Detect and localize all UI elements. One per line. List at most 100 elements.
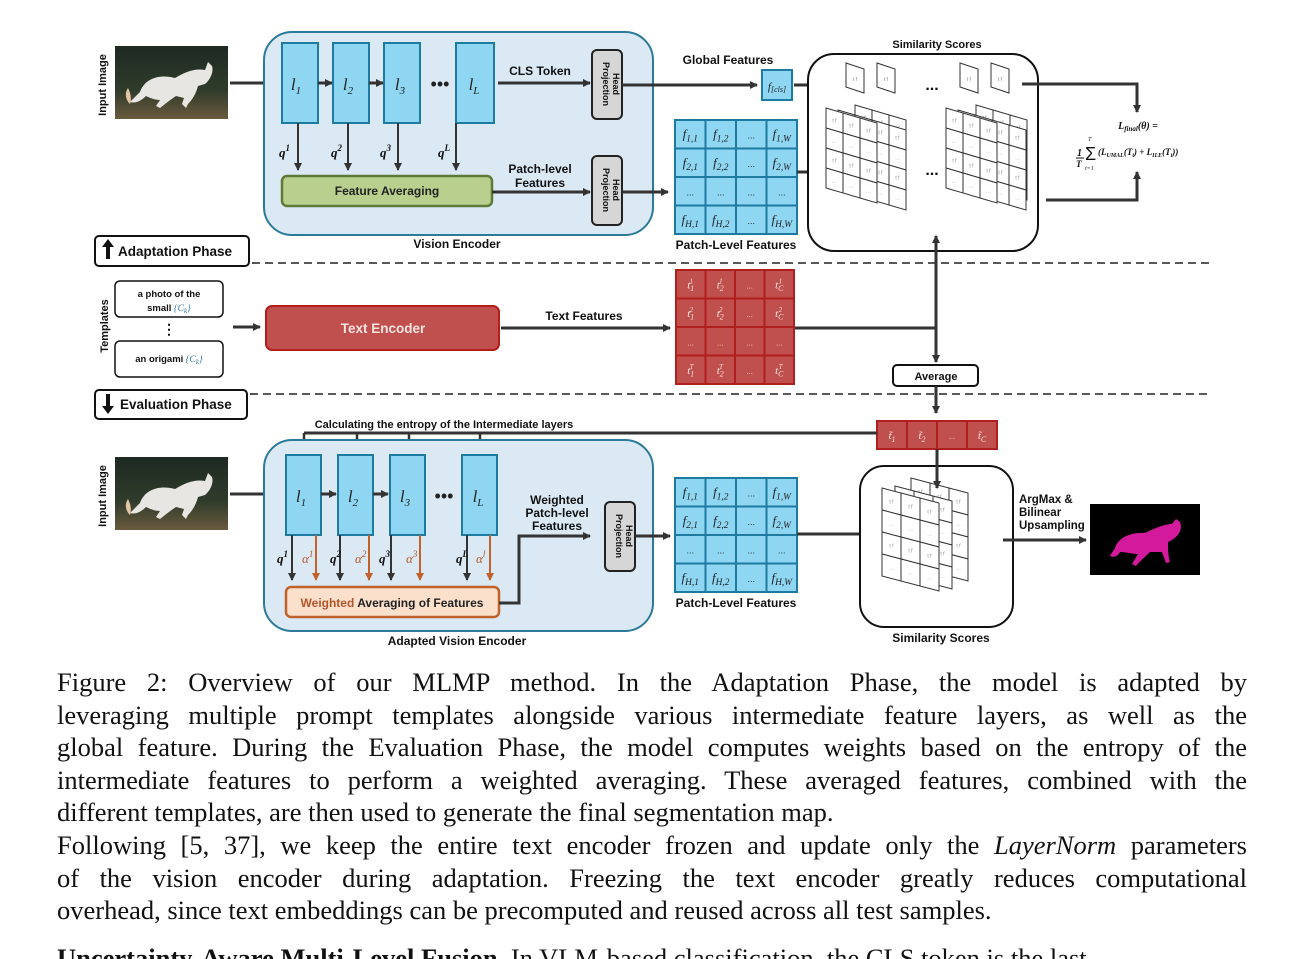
global-feature-cell: [761, 69, 793, 101]
svg-text:…: …: [878, 151, 883, 157]
svg-text:…: …: [895, 156, 900, 162]
projection-head-eval: Projection Head: [604, 501, 636, 572]
template-box-2: an origami {Ck}: [114, 340, 224, 378]
patch-feature-cell: f1,1: [674, 119, 707, 150]
patch-feature-cell: ...: [735, 562, 768, 593]
svg-text:αl: αl: [476, 549, 486, 566]
text-feature-cell: ...: [734, 269, 766, 300]
input-image-label-eval: Input Image: [97, 465, 109, 527]
weighted-patch-label-2: Patch-level: [525, 506, 588, 520]
eval-layer-block-3: l3: [389, 454, 426, 536]
argmax-label-2: Bilinear: [1019, 507, 1062, 519]
svg-text:l2: l2: [343, 75, 354, 97]
patch-feature-cell: f2,2: [704, 505, 737, 536]
svg-text:T: T: [1088, 137, 1092, 143]
projection-head-bottom: Projection Head: [591, 155, 623, 226]
eval-layer-block-L: lL: [461, 454, 498, 536]
svg-text:t1T: t1T: [687, 364, 694, 379]
svg-text:tC1: tC1: [775, 278, 784, 293]
patch-feature-cell: ...: [735, 147, 768, 178]
patch-feature-cell: f2,W: [765, 505, 798, 536]
q-alpha-arrows: q1 α1 q2 α2 q3 α3 qL αl: [277, 535, 494, 581]
svg-text:…: …: [998, 191, 1003, 197]
input-image-label: Input Image: [97, 54, 109, 116]
svg-text:t f: t f: [849, 124, 854, 130]
patch-feature-cell: fH,2: [704, 204, 737, 235]
svg-text:1: 1: [1077, 148, 1082, 159]
svg-text:...: ...: [747, 338, 753, 347]
patch-level-features-label-top: Patch-Level Features: [676, 238, 797, 252]
svg-text:…: …: [969, 184, 974, 190]
svg-text:…: …: [952, 179, 957, 185]
similarity-maps-top: t ft ft ft f......t ft ft f………t ft ft f……: [825, 62, 1028, 211]
avg-text-feature-cell: ...: [936, 420, 968, 450]
layer-block-3: l3: [383, 42, 421, 124]
text-feature-cell: ...: [704, 326, 736, 357]
argmax-label-3: Upsampling: [1019, 520, 1085, 532]
weighted-patch-label-3: Features: [532, 519, 582, 533]
svg-text:f1,1: f1,1: [683, 484, 698, 502]
svg-text:t f: t f: [967, 77, 972, 83]
svg-text:Projection: Projection: [601, 168, 611, 212]
svg-text:a photo of the: a photo of the: [138, 289, 201, 300]
layer-block-L: lL: [455, 42, 495, 124]
body-paragraph: Following [5, 37], we keep the entire te…: [57, 829, 1247, 927]
svg-text:t2T: t2T: [717, 364, 724, 379]
svg-text:…: …: [832, 179, 837, 185]
layers-ellipsis: •••: [431, 74, 450, 94]
loss-formula: Lfinal(θ) = 1 T Σ T t=1 (LUMAL(Tt) + LIL…: [1076, 121, 1178, 172]
svg-text:...: ...: [747, 574, 755, 584]
patch-feature-cell: ...: [704, 534, 737, 565]
segmentation-mask: [1090, 504, 1200, 575]
adaptation-phase-badge: Adaptation Phase: [94, 235, 250, 267]
svg-text:q1: q1: [279, 143, 290, 160]
svg-text:...: ...: [778, 545, 786, 555]
svg-text:...: ...: [776, 338, 782, 347]
patch-feature-cell: ...: [674, 176, 707, 207]
svg-text:t f: t f: [998, 77, 1003, 83]
patch-feature-cell: f1,2: [704, 477, 737, 508]
svg-text:t f: t f: [998, 131, 1003, 137]
text-feature-cell: tCT: [763, 354, 795, 385]
svg-text:t f: t f: [866, 169, 871, 175]
svg-text:f2,W: f2,W: [773, 513, 793, 531]
patch-feature-cell: ...: [735, 176, 768, 207]
svg-text:…: …: [849, 184, 854, 190]
svg-text:fH,W: fH,W: [772, 212, 794, 230]
svg-text:l1: l1: [296, 487, 306, 509]
svg-text:…: …: [986, 189, 991, 195]
svg-text:…: …: [940, 574, 945, 580]
svg-text:t f: t f: [927, 510, 932, 516]
text-features-label: Text Features: [545, 309, 622, 323]
text-feature-cell: ...: [734, 354, 766, 385]
figure-caption: Figure 2: Overview of our MLMP method. I…: [57, 666, 1247, 829]
svg-text:f1,W: f1,W: [773, 484, 793, 502]
svg-text:t f: t f: [889, 544, 894, 550]
svg-text:t f: t f: [1015, 176, 1020, 182]
svg-text:t̃2: t̃2: [918, 430, 925, 444]
svg-text:t f: t f: [952, 119, 957, 125]
svg-text:t f: t f: [986, 169, 991, 175]
template-box-1: a photo of the small {Ck}: [114, 280, 224, 318]
svg-text:...: ...: [778, 187, 786, 197]
text-feature-cell: ...: [763, 326, 795, 357]
svg-text:an origami {Ck}: an origami {Ck}: [135, 354, 203, 366]
svg-text:…: …: [927, 532, 932, 538]
svg-text:t f: t f: [884, 77, 889, 83]
global-similarity-map: t f: [876, 62, 896, 94]
patch-feature-cell: f2,1: [674, 505, 707, 536]
svg-text:t f: t f: [969, 164, 974, 170]
global-similarity-map: t f: [990, 62, 1010, 94]
svg-text:t f: t f: [849, 164, 854, 170]
evaluation-phase-badge: Evaluation Phase: [94, 389, 248, 420]
svg-text:fH,2: fH,2: [712, 570, 730, 588]
similarity-map: t ft ft f………t ft ft f………: [945, 107, 998, 204]
text-feature-cell: tC1: [763, 269, 795, 300]
svg-text:…: …: [969, 144, 974, 150]
template-vertical-dots: ⋮: [162, 321, 176, 337]
svg-text:α2: α2: [355, 549, 367, 566]
text-feature-cell: t21: [704, 269, 736, 300]
patch-level-features-label-bot: Patch-Level Features: [676, 596, 797, 610]
